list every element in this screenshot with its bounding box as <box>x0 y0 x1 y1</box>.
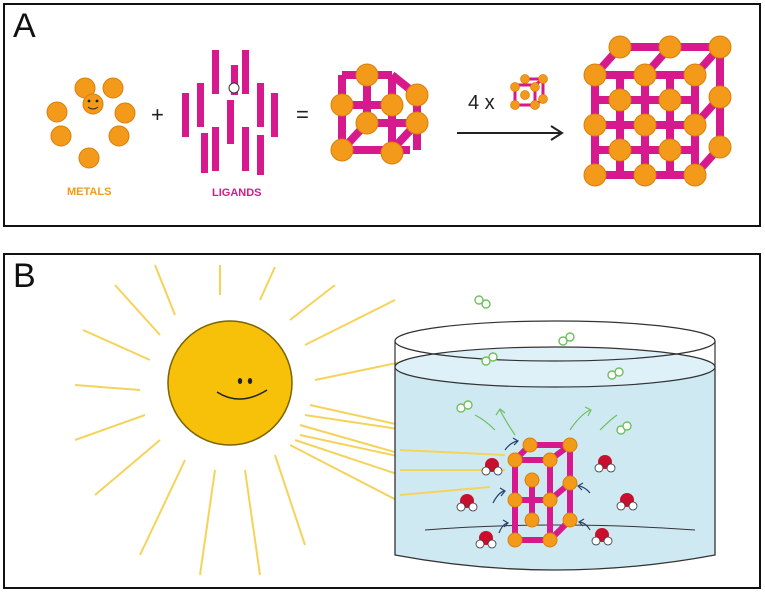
metal-atom <box>114 102 136 124</box>
small-cube-icon <box>510 74 548 110</box>
large-framework-icon <box>583 35 732 187</box>
panel-a-letter: A <box>13 7 36 45</box>
ligand-smiley-icon <box>228 82 240 94</box>
gas-molecule-icon <box>456 295 632 435</box>
mof-framework-icon <box>507 437 578 548</box>
metal-atom <box>46 101 68 123</box>
panel-b: B <box>3 253 761 589</box>
panel-b-diagram <box>74 264 716 576</box>
sun-icon <box>167 320 293 446</box>
panel-b-letter: B <box>13 257 36 295</box>
ligands-cluster <box>182 50 278 175</box>
panel-a-diagram: METALS + LIGANDS = <box>46 35 732 199</box>
plus-symbol: + <box>151 102 164 127</box>
metals-label: METALS <box>67 186 111 198</box>
metal-atom <box>108 125 130 147</box>
metal-atom-smiley <box>82 93 104 115</box>
multiplier-label: 4 x <box>468 92 495 114</box>
cube-framework-icon <box>338 71 421 154</box>
water-molecule-icon <box>456 455 638 549</box>
arrow-icon <box>457 125 564 141</box>
metal-atom <box>78 147 100 169</box>
panel-a: A METALS + <box>3 3 761 227</box>
ligands-label: LIGANDS <box>212 187 262 199</box>
beaker-icon <box>394 320 716 571</box>
metal-atom <box>102 77 124 99</box>
equals-symbol: = <box>296 102 309 127</box>
metals-cluster <box>46 77 136 169</box>
metal-atom <box>50 125 72 147</box>
